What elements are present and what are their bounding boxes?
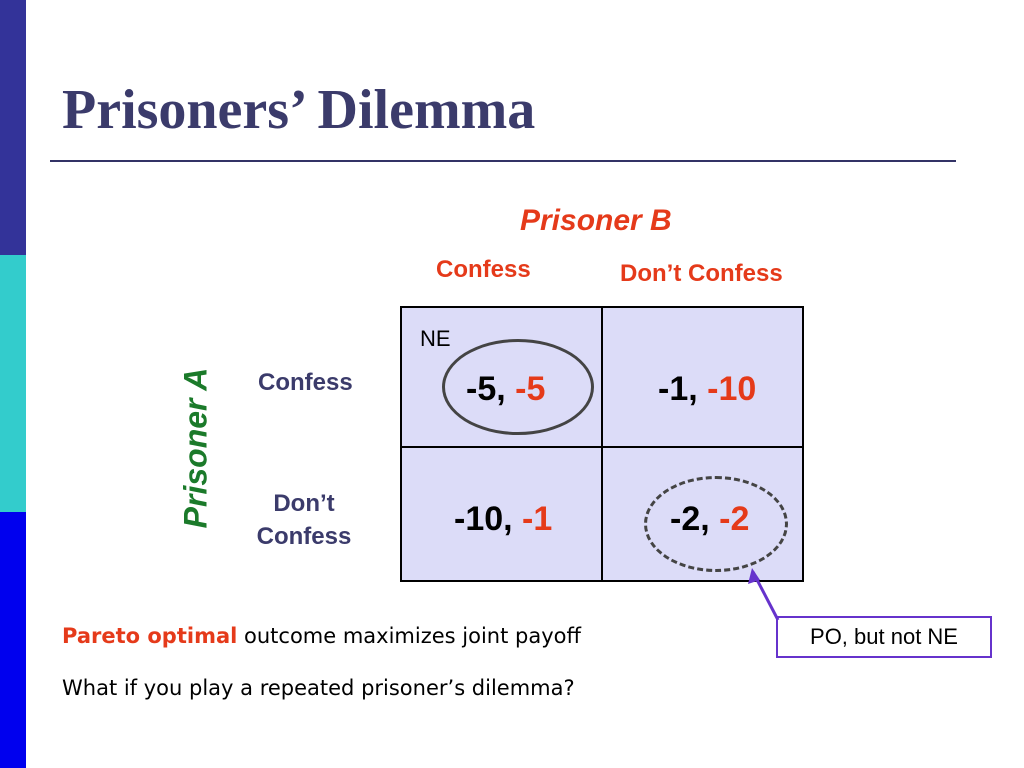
nash-equilibrium-ellipse <box>442 339 594 435</box>
row-header-dont-confess-line1: Don’t <box>273 490 335 517</box>
slide-title: Prisoners’ Dilemma <box>62 79 536 141</box>
pareto-optimal-dashed-ellipse <box>644 476 788 572</box>
row-header-confess: Confess <box>258 369 353 396</box>
payoff-b: -1 <box>522 500 553 538</box>
matrix-row-divider <box>402 446 802 448</box>
decor-band-top <box>0 0 26 255</box>
column-player-label: Prisoner B <box>520 204 672 237</box>
payoff-cell-confess-dont-confess: -1, -10 <box>658 370 756 409</box>
payoff-a: -10, <box>454 500 513 538</box>
po-pointer-arrow <box>748 568 780 621</box>
pareto-term: Pareto optimal <box>62 624 238 648</box>
title-divider <box>50 160 956 162</box>
row-header-dont-confess-line2: Confess <box>256 523 352 550</box>
column-header-dont-confess: Don’t Confess <box>620 260 783 287</box>
pareto-note: Pareto optimal outcome maximizes joint p… <box>62 624 581 648</box>
row-header-dont-confess: Don’t Confess <box>244 487 364 553</box>
matrix-column-divider <box>601 308 603 580</box>
row-player-label: Prisoner A <box>177 367 214 529</box>
decor-band-bottom <box>0 512 26 768</box>
payoff-b: -10 <box>707 370 757 408</box>
arrow-head <box>748 568 760 584</box>
pareto-definition: outcome maximizes joint payoff <box>237 624 581 648</box>
decor-band-middle <box>0 255 26 512</box>
payoff-cell-dont-confess-confess: -10, -1 <box>454 500 552 539</box>
payoff-a: -1, <box>658 370 698 408</box>
column-header-confess: Confess <box>436 256 531 283</box>
nash-equilibrium-label: NE <box>420 326 451 351</box>
repeated-game-question: What if you play a repeated prisoner’s d… <box>62 676 575 700</box>
po-callout-box: PO, but not NE <box>776 616 992 658</box>
